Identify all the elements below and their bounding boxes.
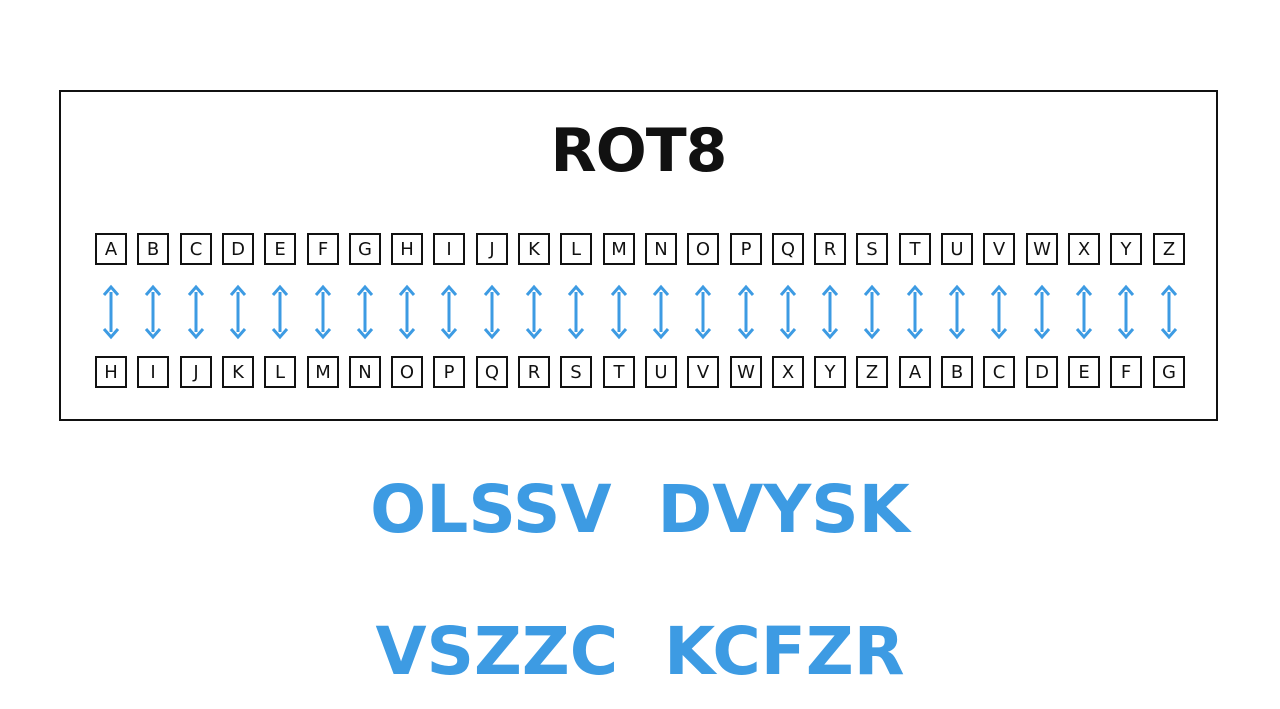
double-arrow-icon — [433, 284, 465, 340]
double-arrow-icon — [391, 284, 423, 340]
plain-letter-cell-22: W — [1026, 233, 1058, 265]
shifted-letter-cell-10: R — [518, 356, 550, 388]
shifted-letter-cell-8: P — [433, 356, 465, 388]
double-arrow-icon — [137, 284, 169, 340]
shifted-letter-cell-4: L — [264, 356, 296, 388]
plain-letter-cell-2: C — [180, 233, 212, 265]
shifted-letter-cell-16: X — [772, 356, 804, 388]
double-arrow-icon — [180, 284, 212, 340]
double-arrow-icon — [1153, 284, 1185, 340]
shifted-letter-cell-14: V — [687, 356, 719, 388]
plain-letter-cell-5: F — [307, 233, 339, 265]
shifted-letter-cell-13: U — [645, 356, 677, 388]
double-arrow-icon — [1026, 284, 1058, 340]
double-arrow-icon — [687, 284, 719, 340]
plain-letter-cell-16: Q — [772, 233, 804, 265]
plain-letter-cell-1: B — [137, 233, 169, 265]
plain-letter-cell-3: D — [222, 233, 254, 265]
plain-letter-cell-9: J — [476, 233, 508, 265]
double-arrow-icon — [730, 284, 762, 340]
shifted-letter-cell-20: B — [941, 356, 973, 388]
double-arrow-icon — [95, 284, 127, 340]
plain-letter-cell-19: T — [899, 233, 931, 265]
shifted-letter-cell-0: H — [95, 356, 127, 388]
shifted-letter-cell-2: J — [180, 356, 212, 388]
panel-title: ROT8 — [550, 116, 728, 186]
shifted-letter-cell-24: F — [1110, 356, 1142, 388]
double-arrow-icon — [603, 284, 635, 340]
plain-letter-cell-4: E — [264, 233, 296, 265]
shifted-letter-cell-17: Y — [814, 356, 846, 388]
plain-letter-cell-7: H — [391, 233, 423, 265]
double-arrow-icon — [264, 284, 296, 340]
shifted-letter-cell-5: M — [307, 356, 339, 388]
double-arrow-icon — [518, 284, 550, 340]
double-arrow-icon — [1068, 284, 1100, 340]
plain-letter-cell-23: X — [1068, 233, 1100, 265]
shifted-letter-cell-3: K — [222, 356, 254, 388]
plain-letter-cell-14: O — [687, 233, 719, 265]
double-arrow-icon — [941, 284, 973, 340]
shifted-letter-cell-9: Q — [476, 356, 508, 388]
shifted-letter-cell-25: G — [1153, 356, 1185, 388]
plain-letter-cell-11: L — [560, 233, 592, 265]
double-arrow-icon — [476, 284, 508, 340]
double-arrow-icon — [899, 284, 931, 340]
plain-letter-cell-10: K — [518, 233, 550, 265]
plain-letter-cell-24: Y — [1110, 233, 1142, 265]
cipher-text-line-2: VSZZC KCFZR — [375, 613, 905, 690]
shifted-letter-cell-12: T — [603, 356, 635, 388]
plain-letter-cell-21: V — [983, 233, 1015, 265]
double-arrow-icon — [856, 284, 888, 340]
plain-letter-cell-15: P — [730, 233, 762, 265]
shifted-letter-cell-6: N — [349, 356, 381, 388]
plain-letter-cell-25: Z — [1153, 233, 1185, 265]
double-arrow-icon — [772, 284, 804, 340]
cipher-text-line-1: OLSSV DVYSK — [370, 471, 910, 548]
shifted-letter-cell-23: E — [1068, 356, 1100, 388]
double-arrow-icon — [307, 284, 339, 340]
shifted-letter-cell-11: S — [560, 356, 592, 388]
plain-letter-cell-12: M — [603, 233, 635, 265]
plain-letter-cell-8: I — [433, 233, 465, 265]
plain-letter-cell-6: G — [349, 233, 381, 265]
plain-letter-cell-20: U — [941, 233, 973, 265]
double-arrow-icon — [560, 284, 592, 340]
shifted-letter-cell-7: O — [391, 356, 423, 388]
plain-letter-cell-0: A — [95, 233, 127, 265]
double-arrow-icon — [814, 284, 846, 340]
plain-letter-cell-17: R — [814, 233, 846, 265]
plain-letter-cell-13: N — [645, 233, 677, 265]
shifted-letter-cell-21: C — [983, 356, 1015, 388]
shifted-letter-cell-18: Z — [856, 356, 888, 388]
double-arrow-icon — [983, 284, 1015, 340]
shifted-letter-cell-22: D — [1026, 356, 1058, 388]
double-arrow-icon — [222, 284, 254, 340]
double-arrow-icon — [349, 284, 381, 340]
double-arrow-icon — [645, 284, 677, 340]
shifted-letter-cell-15: W — [730, 356, 762, 388]
plain-letter-cell-18: S — [856, 233, 888, 265]
double-arrow-icon — [1110, 284, 1142, 340]
shifted-letter-cell-19: A — [899, 356, 931, 388]
shifted-letter-cell-1: I — [137, 356, 169, 388]
mapping-arrow-row — [95, 284, 1195, 340]
